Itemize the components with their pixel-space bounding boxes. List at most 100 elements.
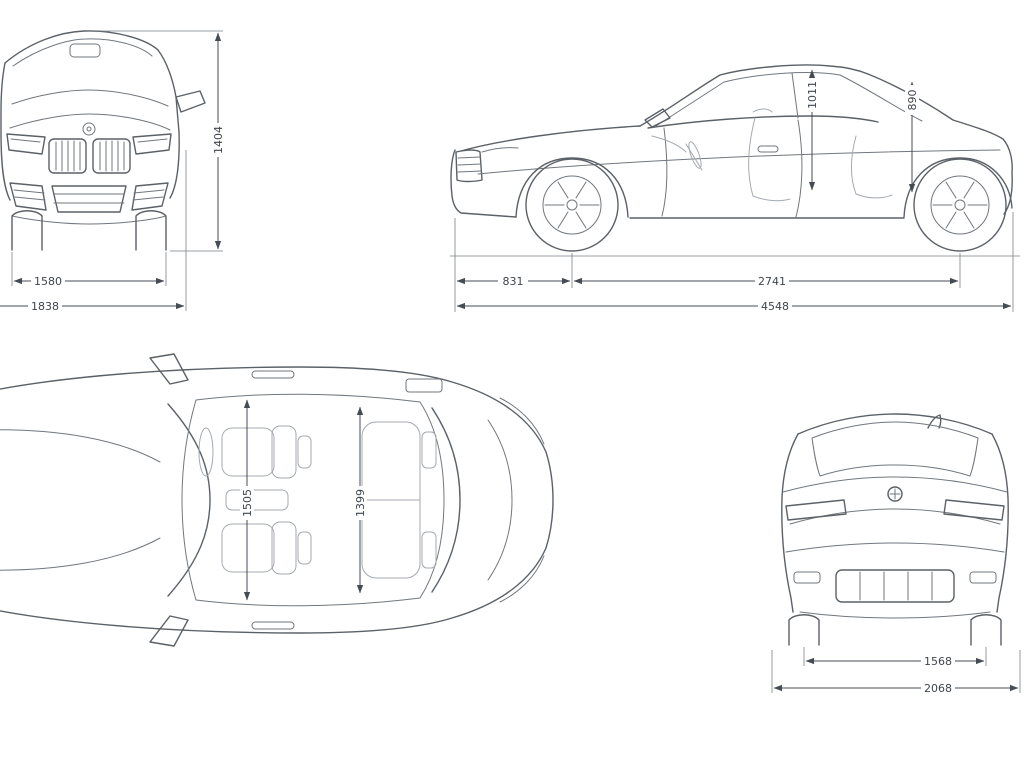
dimension-interior-width-rear: 1399 [353,406,367,594]
svg-text:1505: 1505 [241,489,254,517]
taillight-top-left [499,397,545,445]
headlight-right [132,133,172,155]
dimension-front-track: 1580 [11,252,167,288]
front-seat-profile [748,108,791,202]
door-cut-front [661,127,668,217]
roof-line [719,64,869,76]
headlight-detail [10,138,168,143]
kidney-grille [48,138,131,174]
grille-slats-side [457,156,482,173]
front-splitter [11,215,167,225]
bmw-roundel-icon [887,486,903,502]
dimension-front-height: 1404 [100,30,225,252]
windshield-line [639,74,721,127]
side-view-car [450,64,1020,257]
windshield-base [11,89,169,107]
shoulder-crease [782,476,1008,493]
svg-text:890: 890 [906,90,919,111]
front-wheel-left [11,210,43,251]
svg-text:1568: 1568 [924,655,952,668]
fin-antenna [927,414,942,429]
reflector-left [793,571,821,584]
dim-label-wheelbase: 2741 [755,274,789,288]
center-intake-slats [53,193,125,204]
center-intake [51,185,127,213]
dim-label-headroom-front: 1011 [805,78,819,112]
top-view: 1505 1399 [0,353,554,647]
dimension-front-overhang: 831 [454,218,573,312]
taillight-top-right [499,555,545,603]
hood-crease-top [0,429,161,571]
hood-line [460,125,641,152]
roof-rear [797,413,993,435]
beltline [647,115,879,129]
side-intake-right [131,182,169,211]
diffuser [835,569,955,603]
kidney-grille-side [455,149,483,183]
body-side-rear-left [781,433,799,613]
windshield-top [12,38,153,67]
front-seat-back-left [271,425,297,479]
rear-window [811,421,979,477]
rear-wheel [913,158,1007,252]
top-view-car [0,353,554,647]
body-side-rear-right [991,433,1009,613]
dimension-front-width: 1838 [0,150,187,313]
b-pillar [791,72,799,119]
front-wheel-right [135,210,167,251]
dim-label-height: 1404 [211,123,225,157]
door-handle-lower [251,621,295,630]
hood-crease [9,113,171,131]
front-seat-back-right [271,521,297,575]
side-intake-left [9,182,47,211]
character-line [477,149,1001,175]
mirror-top-upper [149,353,189,385]
dimension-wheelbase: 2741 [573,253,961,288]
interior-profile [651,108,893,202]
rear-window-arc [431,407,461,593]
interior-mirror [69,43,101,58]
rear-wheel-right [970,614,1002,646]
side-intake-slats [13,189,165,201]
taillight-rear-left [785,499,847,521]
svg-text:831: 831 [503,275,524,288]
dim-label-interior-rear: 1399 [353,486,367,520]
glass-upper [655,72,923,127]
roof-antenna [405,378,443,393]
windshield-arc [167,403,211,597]
bumper-top-line [785,542,1005,553]
door-mirror-side [644,108,671,128]
dim-label-length: 4548 [758,299,792,313]
steering-wheel [688,141,702,169]
rear-deck [867,73,1013,215]
rear-headrest-left [421,431,437,469]
dim-label-track: 1580 [31,274,65,288]
dim-label-rear-track: 1568 [921,654,955,668]
svg-text:1580: 1580 [34,275,62,288]
dimension-headroom-front: 1011 [805,69,819,191]
reflector-right [969,571,997,584]
rear-wheel-left [788,614,820,646]
svg-text:1838: 1838 [31,300,59,313]
diffuser-slats [859,571,933,601]
dimension-headroom-rear: 890 [905,81,919,193]
door-mirror-right [175,90,206,113]
headlight-side [481,147,519,153]
svg-text:4548: 4548 [761,300,789,313]
svg-text:2741: 2741 [758,275,786,288]
glasshouse-outline [181,393,445,607]
bmw-roundel-center [86,126,92,132]
bmw-roundel-quarters [889,488,901,500]
door-handle [757,145,779,153]
headlight-left [6,133,46,155]
front-seat-cushion-right [221,523,275,573]
rear-headrest-right [421,531,437,569]
rear-view-car [781,413,1009,646]
body-outline-top [0,366,554,634]
body-side-right [157,49,180,199]
dim-label-headroom-rear: 890 [905,85,919,115]
center-console [225,489,289,511]
interior-top [198,421,437,579]
front-wheel [525,158,619,252]
